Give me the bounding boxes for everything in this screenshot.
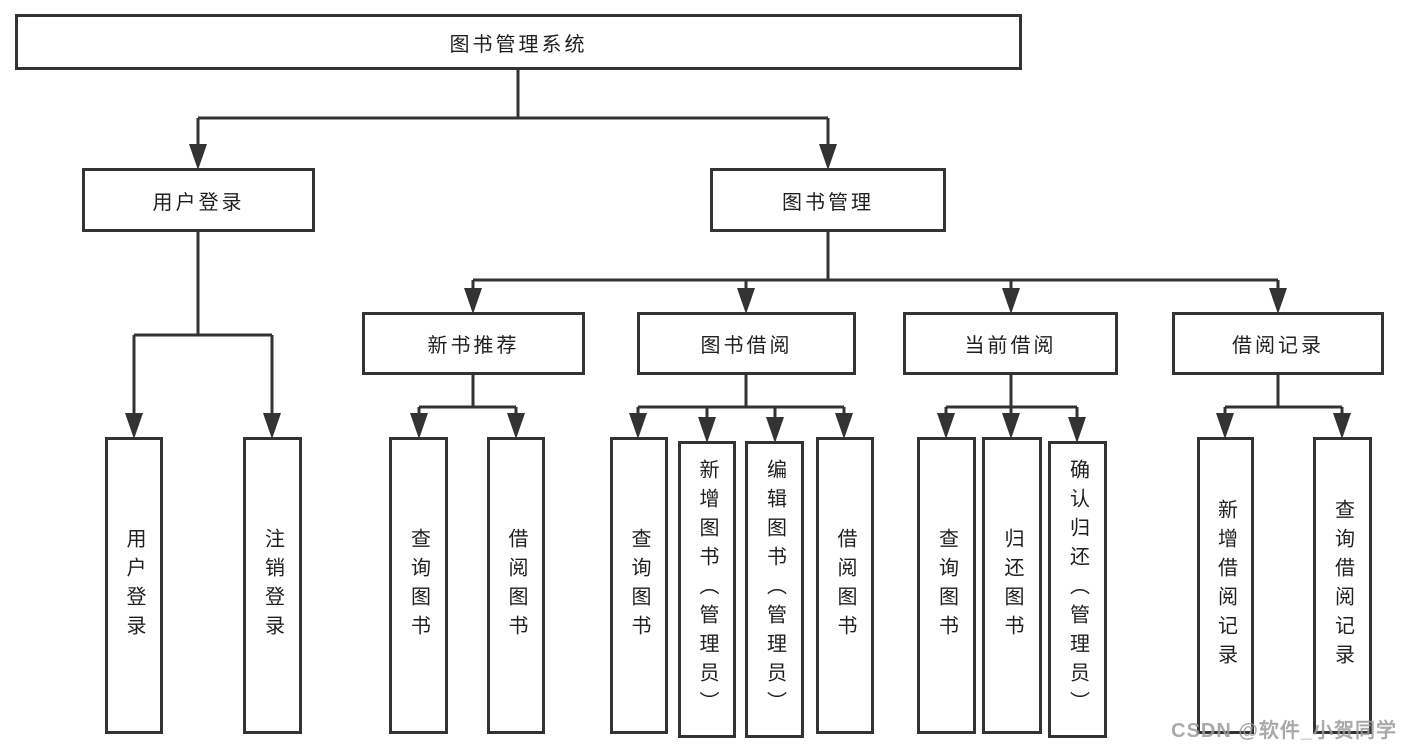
node-user-login-leaf-label: 用户登录 <box>123 527 145 644</box>
node-logout-leaf: 注销登录 <box>243 437 302 734</box>
node-current-query-book: 查询图书 <box>917 437 976 734</box>
node-borrow-records-label: 借阅记录 <box>1232 335 1324 357</box>
node-recommend-borrow-book-label: 借阅图书 <box>505 527 527 644</box>
node-borrow-borrow-book-label: 借阅图书 <box>834 527 856 644</box>
node-new-book-recommend: 新书推荐 <box>362 312 585 375</box>
node-records-add-record: 新增借阅记录 <box>1197 437 1254 734</box>
node-book-borrow: 图书借阅 <box>637 312 856 375</box>
node-borrow-edit-book-admin-label: 编辑图书（管理员） <box>763 459 786 720</box>
watermark-text: CSDN @软件_小贺同学 <box>1171 720 1397 742</box>
node-current-confirm-return-admin: 确认归还（管理员） <box>1048 441 1107 738</box>
node-borrow-edit-book-admin: 编辑图书（管理员） <box>745 441 804 738</box>
node-current-query-book-label: 查询图书 <box>935 527 958 644</box>
node-root: 图书管理系统 <box>15 14 1022 70</box>
node-current-borrow-label: 当前借阅 <box>964 335 1057 357</box>
node-user-login-branch-label: 用户登录 <box>152 191 245 214</box>
node-borrow-add-book-admin-label: 新增图书（管理员） <box>696 459 718 720</box>
node-user-login-branch: 用户登录 <box>82 168 315 232</box>
node-current-borrow: 当前借阅 <box>903 312 1118 375</box>
node-new-book-recommend-label: 新书推荐 <box>427 335 520 357</box>
node-borrow-query-book: 查询图书 <box>610 437 668 734</box>
node-records-query-record-label: 查询借阅记录 <box>1331 498 1354 673</box>
node-borrow-records: 借阅记录 <box>1172 312 1384 375</box>
node-root-label: 图书管理系统 <box>449 33 588 56</box>
node-borrow-add-book-admin: 新增图书（管理员） <box>678 441 736 738</box>
node-borrow-borrow-book: 借阅图书 <box>816 437 874 734</box>
node-book-mgmt-branch-label: 图书管理 <box>782 191 874 214</box>
node-current-confirm-return-admin-label: 确认归还（管理员） <box>1066 459 1089 720</box>
node-records-query-record: 查询借阅记录 <box>1313 437 1372 734</box>
node-recommend-query-book: 查询图书 <box>389 437 448 734</box>
node-book-borrow-label: 图书借阅 <box>700 335 793 357</box>
node-logout-leaf-label: 注销登录 <box>261 527 284 644</box>
node-current-return-book-label: 归还图书 <box>1001 527 1023 644</box>
node-borrow-query-book-label: 查询图书 <box>628 527 650 644</box>
node-recommend-query-book-label: 查询图书 <box>407 527 430 644</box>
node-recommend-borrow-book: 借阅图书 <box>487 437 545 734</box>
node-book-mgmt-branch: 图书管理 <box>710 168 946 232</box>
node-user-login-leaf: 用户登录 <box>105 437 163 734</box>
node-records-add-record-label: 新增借阅记录 <box>1214 498 1237 673</box>
node-current-return-book: 归还图书 <box>982 437 1042 734</box>
